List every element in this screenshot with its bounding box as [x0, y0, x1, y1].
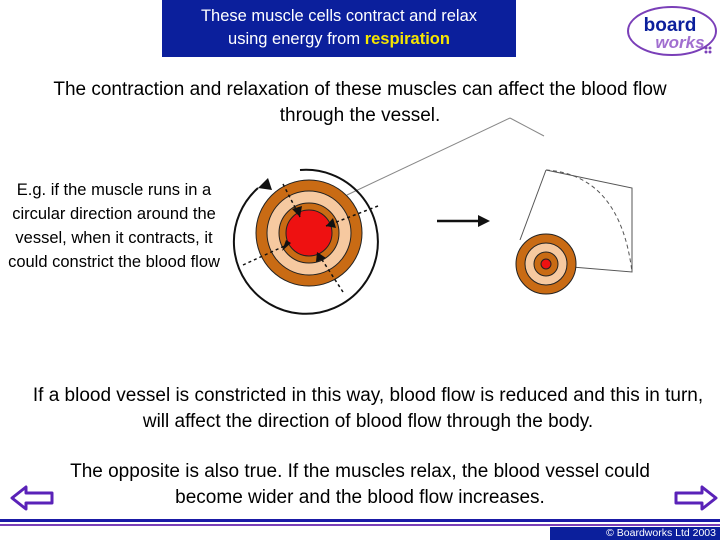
logo-word-1: board: [644, 15, 697, 36]
arrow-left-icon: [10, 485, 54, 511]
footer-divider: [0, 519, 720, 522]
arrow-right-icon: [674, 485, 718, 511]
boardworks-logo: board works: [627, 6, 717, 56]
slide-title: These muscle cells contract and relax us…: [162, 0, 516, 57]
copyright-text: © Boardworks Ltd 2003: [550, 527, 720, 540]
prev-slide-button[interactable]: [10, 484, 54, 512]
vessel-diagram: [232, 117, 633, 315]
constricted-lumen: [540, 258, 552, 270]
paragraph-2: The opposite is also true. If the muscle…: [70, 461, 650, 508]
vessel-tube-outline: [545, 169, 633, 273]
result-arrow-head: [478, 215, 490, 227]
vessel-tube-edge: [519, 169, 547, 241]
title-line-2: using energy from respiration: [162, 28, 516, 51]
paragraph-1: If a blood vessel is constricted in this…: [32, 385, 704, 432]
title-line-1: These muscle cells contract and relax: [200, 7, 478, 25]
circular-arrow-head: [258, 178, 272, 190]
perspective-line-top: [346, 117, 511, 196]
next-slide-button[interactable]: [674, 484, 718, 512]
footer-divider-accent: [0, 524, 720, 526]
title-highlight: respiration: [364, 30, 450, 48]
intro-text: The contraction and relaxation of these …: [53, 79, 667, 126]
vessel-lumen: [285, 209, 333, 257]
logo-word-2: works: [655, 33, 704, 52]
circular-direction-arrow: [232, 168, 379, 315]
constriction-arrow-heads: [282, 206, 336, 262]
example-text: E.g. if the muscle runs in a circular di…: [8, 181, 220, 271]
title-line-2-prefix: using energy from: [228, 30, 361, 48]
perspective-line-cap: [509, 117, 545, 137]
vessel-tube-dashed: [545, 169, 633, 273]
logo-dots: [704, 46, 712, 54]
